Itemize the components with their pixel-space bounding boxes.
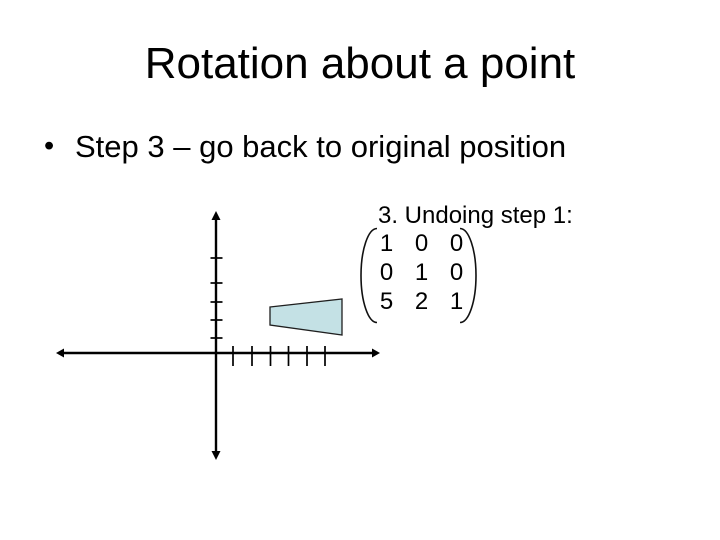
bullet-marker: • [44, 130, 55, 162]
matrix-cell: 1 [414, 259, 429, 286]
bullet-text: Step 3 – go back to original position [75, 129, 567, 164]
matrix-cell: 5 [379, 288, 394, 315]
y-axis-arrowhead-up [211, 211, 221, 220]
slide-title: Rotation about a point [144, 39, 576, 88]
y-axis-ticks [210, 257, 223, 339]
y-axis-arrowhead-down [211, 451, 221, 460]
matrix-cell: 1 [379, 230, 394, 257]
x-axis-arrowhead-left [56, 348, 64, 358]
matrix-left-paren [360, 227, 378, 324]
bullet-item: • Step 3 – go back to original position [44, 129, 567, 165]
matrix-cell: 0 [449, 230, 464, 257]
matrix-cell: 0 [379, 259, 394, 286]
matrix-cell: 2 [414, 288, 429, 315]
matrix-cell: 1 [449, 288, 464, 315]
matrix-cell: 0 [414, 230, 429, 257]
matrix-heading: 3. Undoing step 1: [378, 202, 573, 229]
matrix-right-paren [459, 227, 477, 324]
x-axis-ticks [232, 346, 326, 366]
matrix-cell: 0 [449, 259, 464, 286]
trapezoid-shape [269, 298, 343, 336]
x-axis-arrowhead-right [372, 348, 380, 358]
